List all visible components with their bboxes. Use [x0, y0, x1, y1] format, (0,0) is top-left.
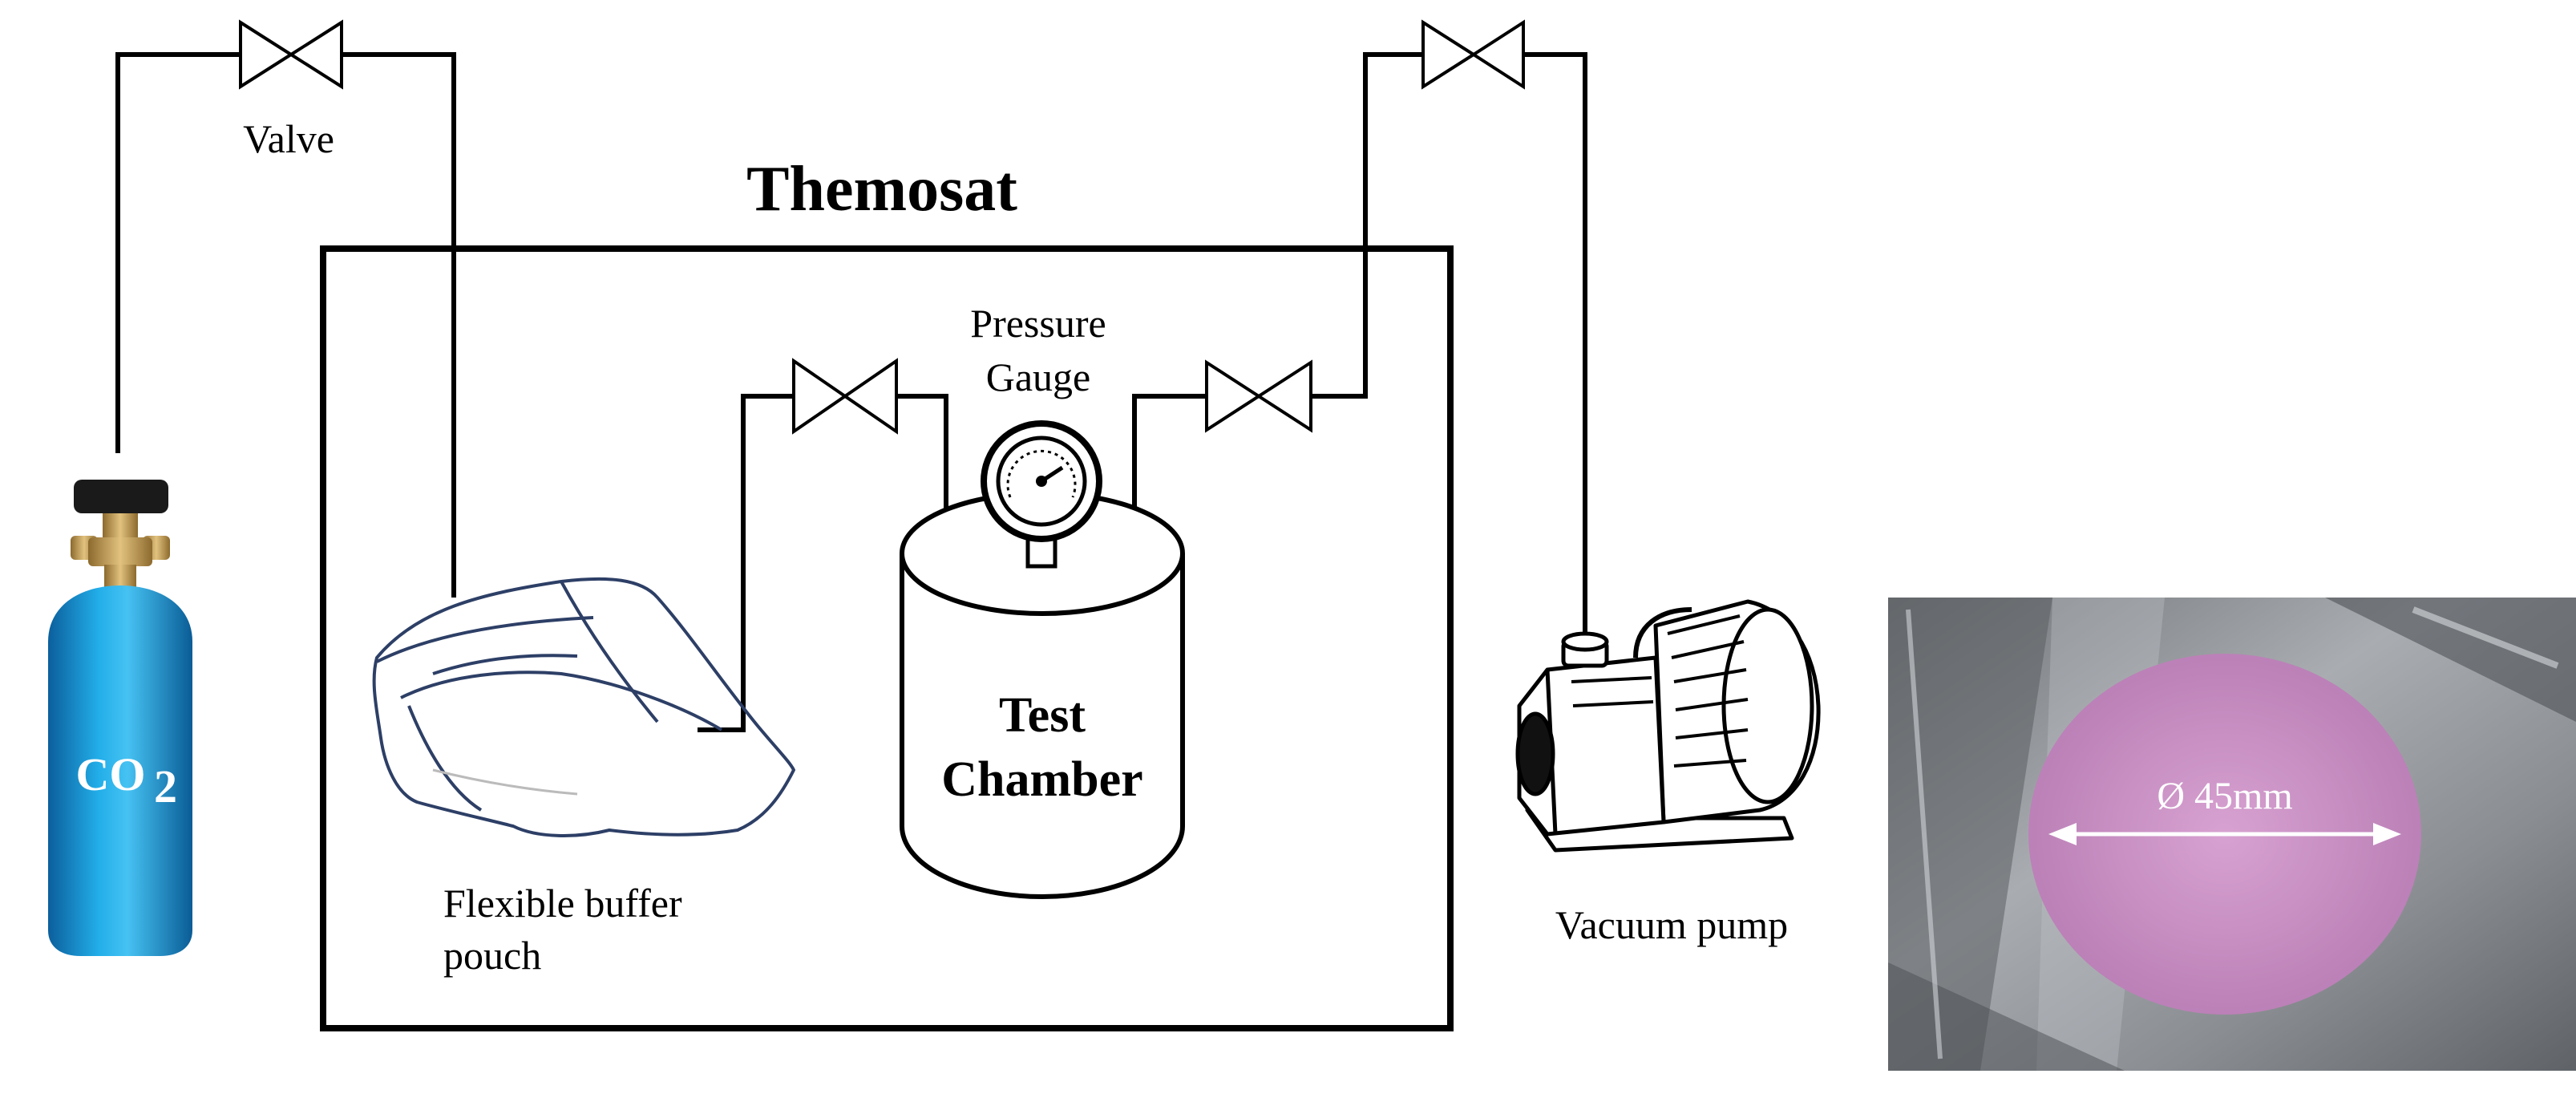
- valve-icon: [239, 19, 343, 90]
- thermostat-title: Themosat: [746, 154, 1017, 225]
- gas-cylinder-label: CO: [76, 748, 146, 800]
- sample-photo: [1888, 598, 2576, 1071]
- test-chamber-label: Chamber: [941, 752, 1142, 807]
- buffer-pouch-label: pouch: [443, 933, 541, 978]
- test-chamber-label: Test: [999, 688, 1086, 743]
- pressure-gauge-label: Gauge: [986, 355, 1091, 399]
- valve-label: Valve: [243, 116, 334, 161]
- pressure-gauge-icon: [981, 420, 1102, 569]
- valve-icon: [792, 358, 898, 435]
- vacuum-pump-label: Vacuum pump: [1555, 902, 1788, 947]
- sample-dimension-label: Ø 45mm: [2157, 775, 2292, 817]
- buffer-pouch-icon: [372, 577, 795, 837]
- gas-cylinder-subscript: 2: [154, 760, 177, 812]
- valve-icon: [1421, 19, 1525, 90]
- vacuum-pump-icon: [1515, 599, 1821, 853]
- valve-icon: [1205, 359, 1312, 433]
- pressure-gauge-label: Pressure: [970, 301, 1106, 346]
- piping: [115, 52, 1587, 732]
- gas-cylinder-icon: [48, 480, 192, 956]
- buffer-pouch-label: Flexible buffer: [443, 881, 682, 926]
- thermostat-box: [320, 245, 1454, 1031]
